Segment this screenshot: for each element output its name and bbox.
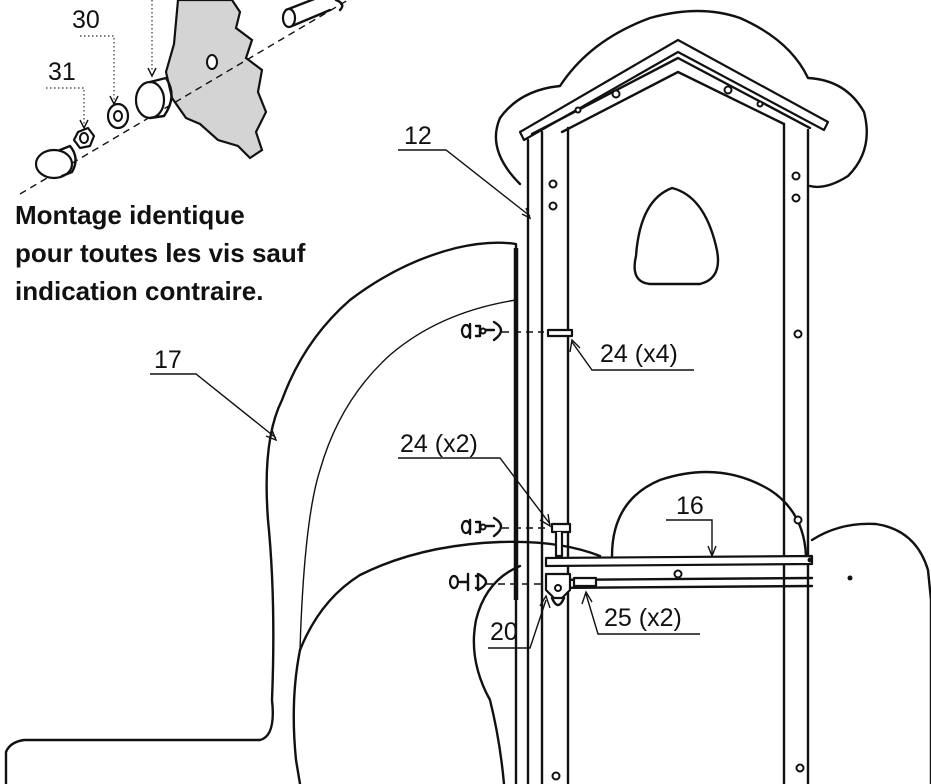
note-line-3: indication contraire. bbox=[15, 276, 264, 306]
screw-detail-inset: 30 31 bbox=[19, 0, 349, 195]
cloud-top bbox=[494, 9, 868, 189]
label-31: 31 bbox=[48, 58, 76, 86]
label-17: 17 bbox=[154, 346, 182, 374]
label-12: 12 bbox=[404, 122, 432, 150]
tower-frame-12 bbox=[513, 38, 853, 784]
leader-30 bbox=[80, 35, 115, 100]
label-25-x2: 25 (x2) bbox=[604, 604, 682, 632]
label-24-x2: 24 (x2) bbox=[400, 430, 478, 458]
note-line-2: pour toutes les vis sauf bbox=[15, 238, 306, 268]
bolt-sleeve bbox=[281, 0, 332, 29]
end-cap bbox=[34, 144, 77, 180]
label-24-x4: 24 (x4) bbox=[600, 340, 678, 368]
panel-section bbox=[164, 0, 268, 160]
screw-set-24-middle bbox=[460, 516, 572, 558]
slide-part-17 bbox=[4, 241, 518, 784]
screw-set-24-upper bbox=[460, 320, 574, 342]
note-line-1: Montage identique bbox=[15, 200, 245, 230]
rear-arch bbox=[610, 470, 808, 558]
label-16: 16 bbox=[676, 492, 704, 520]
washer-30 bbox=[106, 102, 130, 130]
nut-31 bbox=[72, 126, 96, 150]
left-post bbox=[526, 126, 570, 784]
lower-blob bbox=[472, 564, 522, 784]
screw-set-lower bbox=[448, 572, 598, 607]
rail-16 bbox=[544, 554, 814, 568]
callout-leaders bbox=[150, 149, 717, 649]
grommet bbox=[134, 76, 173, 120]
leader-31 bbox=[46, 87, 85, 124]
right-post bbox=[782, 122, 810, 784]
window-cutout bbox=[633, 186, 720, 286]
label-20: 20 bbox=[490, 618, 518, 646]
assembly-note: Montage identique pour toutes les vis sa… bbox=[15, 200, 306, 306]
cloud-right bbox=[810, 522, 931, 784]
roof bbox=[518, 38, 830, 142]
panel-hole bbox=[206, 54, 218, 70]
label-30: 30 bbox=[72, 6, 100, 34]
